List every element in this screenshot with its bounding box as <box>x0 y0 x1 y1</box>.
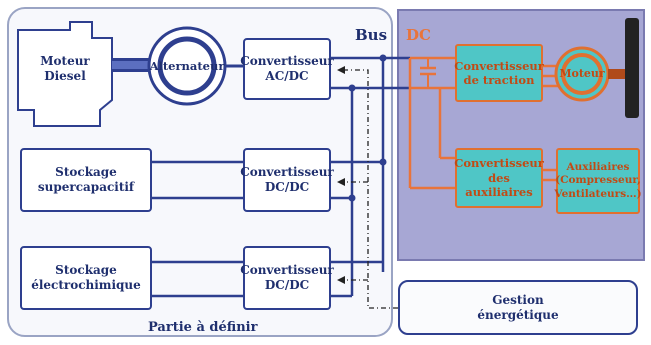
moteur-diesel-label: Moteur Diesel <box>40 54 90 83</box>
motor-ring <box>561 53 603 95</box>
conv-dcdc-2-label: Convertisseur DC/DC <box>240 263 334 292</box>
box-gestion-energetique: Gestion énergétique <box>398 280 638 335</box>
auxiliaires-label: Auxiliaires (Compresseur, Ventilateurs…) <box>554 161 642 200</box>
moteur-label: Moteur <box>559 67 605 81</box>
wheel-icon <box>625 18 639 118</box>
box-alternateur: Alternateur <box>149 56 225 76</box>
box-stockage-supercapacitif: Stockage supercapacitif <box>20 148 152 212</box>
conv-acdc-label: Convertisseur AC/DC <box>240 54 334 83</box>
bus-label: Bus <box>355 26 388 44</box>
conv-dcdc-1-label: Convertisseur DC/DC <box>240 165 334 194</box>
conv-traction-label: Convertisseur de traction <box>454 58 544 87</box>
box-conv-acdc: Convertisseur AC/DC <box>240 38 334 100</box>
dc-label: DC <box>406 26 431 44</box>
gestion-label: Gestion énergétique <box>477 292 559 322</box>
box-moteur: Moteur <box>559 66 605 82</box>
stockage-super-label: Stockage supercapacitif <box>37 165 135 194</box>
box-conv-aux: Convertisseur des auxiliaires <box>454 148 544 208</box>
box-stockage-electrochimique: Stockage électrochimique <box>20 246 152 310</box>
stockage-electro-label: Stockage électrochimique <box>31 263 141 292</box>
diesel-engine-icon <box>17 21 113 127</box>
box-conv-dcdc-1: Convertisseur DC/DC <box>240 148 334 212</box>
alternateur-label: Alternateur <box>149 58 225 73</box>
box-moteur-diesel: Moteur Diesel <box>30 48 100 90</box>
box-conv-traction: Convertisseur de traction <box>454 44 544 102</box>
partie-a-definir-label: Partie à définir <box>148 320 258 335</box>
conv-aux-label: Convertisseur des auxiliaires <box>454 156 544 200</box>
control-line <box>343 69 398 309</box>
alternator-ring <box>157 36 217 96</box>
box-auxiliaires: Auxiliaires (Compresseur, Ventilateurs…) <box>554 148 642 214</box>
box-conv-dcdc-2: Convertisseur DC/DC <box>240 246 334 310</box>
